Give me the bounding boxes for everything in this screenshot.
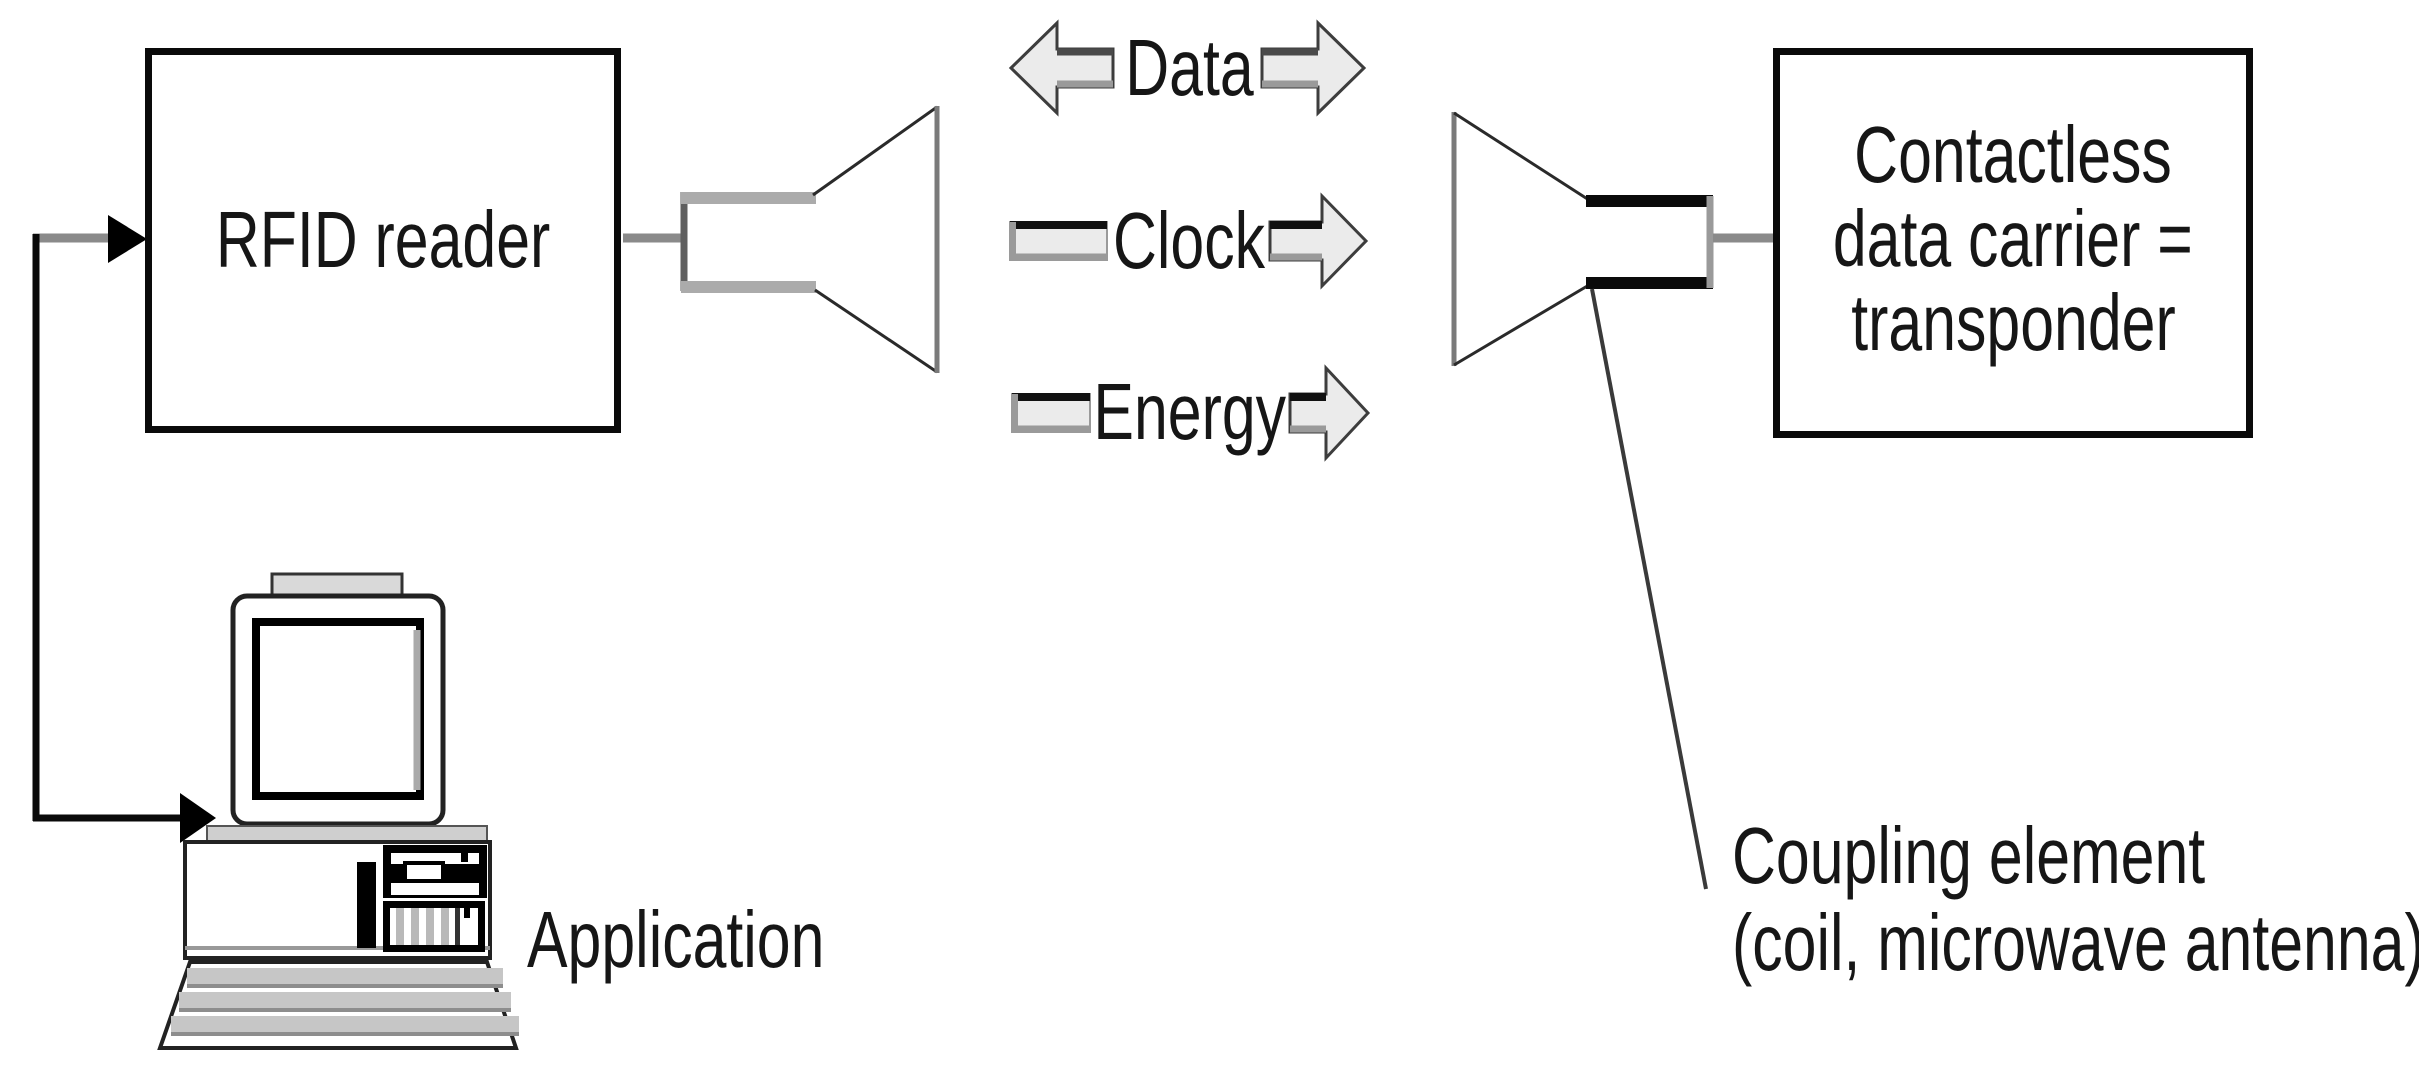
vent-drive-bay <box>383 901 485 952</box>
clock-arrow-icon <box>1009 192 1369 290</box>
coupling-element-label: Coupling element (coil, microwave antenn… <box>1732 812 2419 986</box>
rfid-reader-label: RFID reader <box>145 198 621 282</box>
keyboard <box>157 960 519 1050</box>
floppy-drive-bay <box>383 845 487 898</box>
clock-signal-label: Clock <box>1113 196 1266 285</box>
arrowhead-into-computer <box>180 793 216 843</box>
arrowhead-into-reader <box>108 215 147 263</box>
transponder-label-line2: data carrier = <box>1833 194 2193 283</box>
transponder-box <box>1773 48 2253 438</box>
energy-signal-label: Energy <box>1093 367 1286 456</box>
coupling-pointer-line <box>1590 288 1708 890</box>
rfid-reader-label-text: RFID reader <box>215 195 551 284</box>
monitor-screen <box>252 618 424 800</box>
coupling-label-line1: Coupling element <box>1732 811 2206 900</box>
coupling-label-line2: (coil, microwave antenna) <box>1732 898 2419 987</box>
transponder-label-line3: transponder <box>1850 278 2176 367</box>
case-slot <box>357 862 376 948</box>
energy-arrow-icon <box>1011 364 1371 462</box>
data-signal-label: Data <box>1125 23 1254 112</box>
data-arrow-right-icon <box>1260 19 1367 117</box>
data-arrow-left-icon <box>1008 19 1115 117</box>
reader-antenna-icon <box>623 105 940 374</box>
application-label: Application <box>527 895 825 984</box>
transponder-antenna-icon <box>1451 111 1773 367</box>
reader-application-connector <box>32 215 216 843</box>
rfid-reader-box <box>145 48 621 433</box>
transponder-label-line1: Contactless <box>1854 110 2172 199</box>
transponder-label: Contactless data carrier = transponder <box>1773 113 2253 365</box>
desktop-computer-icon <box>157 572 519 1050</box>
